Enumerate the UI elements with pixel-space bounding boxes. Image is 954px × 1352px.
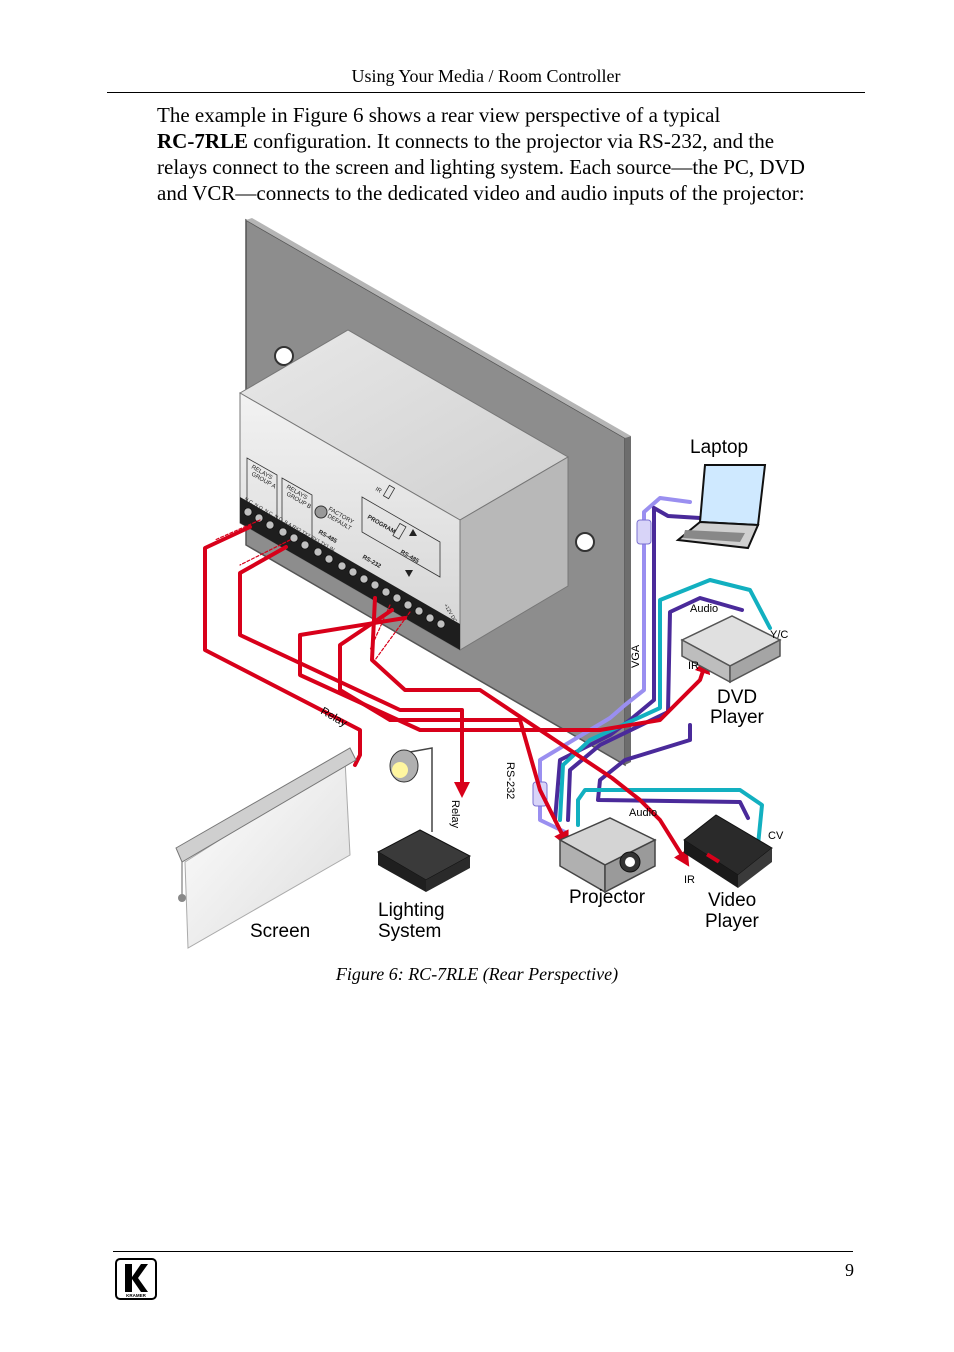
ir-port-icon xyxy=(382,484,396,500)
program-switch-icon xyxy=(392,522,407,540)
lighting-relay-label: Relay xyxy=(449,800,461,829)
projector-icon xyxy=(558,817,657,894)
header-rule xyxy=(107,92,865,93)
laptop-icon xyxy=(675,464,767,550)
kramer-logo-text: KRAMER xyxy=(126,1293,146,1298)
laptop-label: Laptop xyxy=(690,437,748,458)
video-audio-cable xyxy=(596,723,750,820)
ir-video-cable xyxy=(370,596,690,867)
intro-paragraph: The example in Figure 6 shows a rear vie… xyxy=(157,102,867,206)
up-arrow-icon xyxy=(409,529,417,536)
screen-label: Screen xyxy=(250,921,310,942)
yc-label: Y/C xyxy=(770,629,788,641)
video-ir-label: IR xyxy=(684,874,695,886)
lighting-controller-icon xyxy=(376,829,472,892)
lighting-label-line1: Lighting xyxy=(378,900,445,921)
cv-label: CV xyxy=(768,830,784,842)
rs232-wire-dashes xyxy=(369,604,411,661)
ir-dvd-cable xyxy=(298,616,711,732)
projector-label: Projector xyxy=(569,887,646,908)
screen-relay-cable xyxy=(203,525,362,767)
relay-wire-dashes xyxy=(214,519,291,566)
rc7rle-controller: RELAYS GROUP A RELAYS GROUP B FACTORY DE… xyxy=(239,329,569,651)
lighting-label-line2: System xyxy=(378,921,441,942)
lamp-icon xyxy=(389,747,433,832)
screw-hole-icon xyxy=(274,346,294,366)
para-line-4: and VCR—connects to the dedicated video … xyxy=(157,181,805,205)
terminal-block xyxy=(243,507,446,629)
vga-cable-label: VGA xyxy=(630,644,642,668)
connection-diagram: RELAYS GROUP A RELAYS GROUP B FACTORY DE… xyxy=(175,218,788,949)
rs232-cable-label: RS-232 xyxy=(504,762,516,799)
video-audio-label: Audio xyxy=(629,807,657,819)
vga-ferrite-icon xyxy=(636,519,652,545)
dvd-player-icon xyxy=(680,615,782,684)
para-line-2-rest: configuration. It connects to the projec… xyxy=(248,129,775,153)
video-player-icon xyxy=(683,814,773,888)
running-header: Using Your Media / Room Controller xyxy=(351,66,621,86)
para-line-2: RC-7RLE configuration. It connects to th… xyxy=(157,128,867,154)
dvd-label-line1: DVD xyxy=(717,687,757,708)
rs232-cable xyxy=(338,608,569,848)
dvd-ir-label: IR xyxy=(688,660,699,672)
figure-caption: Figure 6: RC-7RLE (Rear Perspective) xyxy=(335,964,619,984)
para-line-1: The example in Figure 6 shows a rear vie… xyxy=(157,103,721,127)
factory-default-button xyxy=(314,505,328,519)
kramer-logo-icon: KRAMER xyxy=(115,1258,157,1300)
lighting-relay-cable xyxy=(238,545,470,798)
screw-hole-icon xyxy=(575,532,595,552)
down-arrow-icon xyxy=(405,570,413,577)
footer-rule xyxy=(113,1251,853,1252)
dvd-label-line2: Player xyxy=(710,707,765,728)
cv-cable xyxy=(576,788,764,847)
para-line-3: relays connect to the screen and lightin… xyxy=(157,155,805,179)
page-number: 9 xyxy=(845,1260,854,1280)
ir-port-label: IR xyxy=(374,487,383,496)
video-label-line1: Video xyxy=(708,890,756,911)
projection-screen-icon xyxy=(175,747,357,949)
cables xyxy=(203,496,772,867)
model-name: RC-7RLE xyxy=(157,129,249,153)
yc-cable xyxy=(558,578,772,822)
laptop-audio-cable xyxy=(553,506,702,822)
dvd-audio-label: Audio xyxy=(690,603,718,615)
video-label-line2: Player xyxy=(705,911,760,932)
screen-relay-label: Relay xyxy=(319,705,350,730)
